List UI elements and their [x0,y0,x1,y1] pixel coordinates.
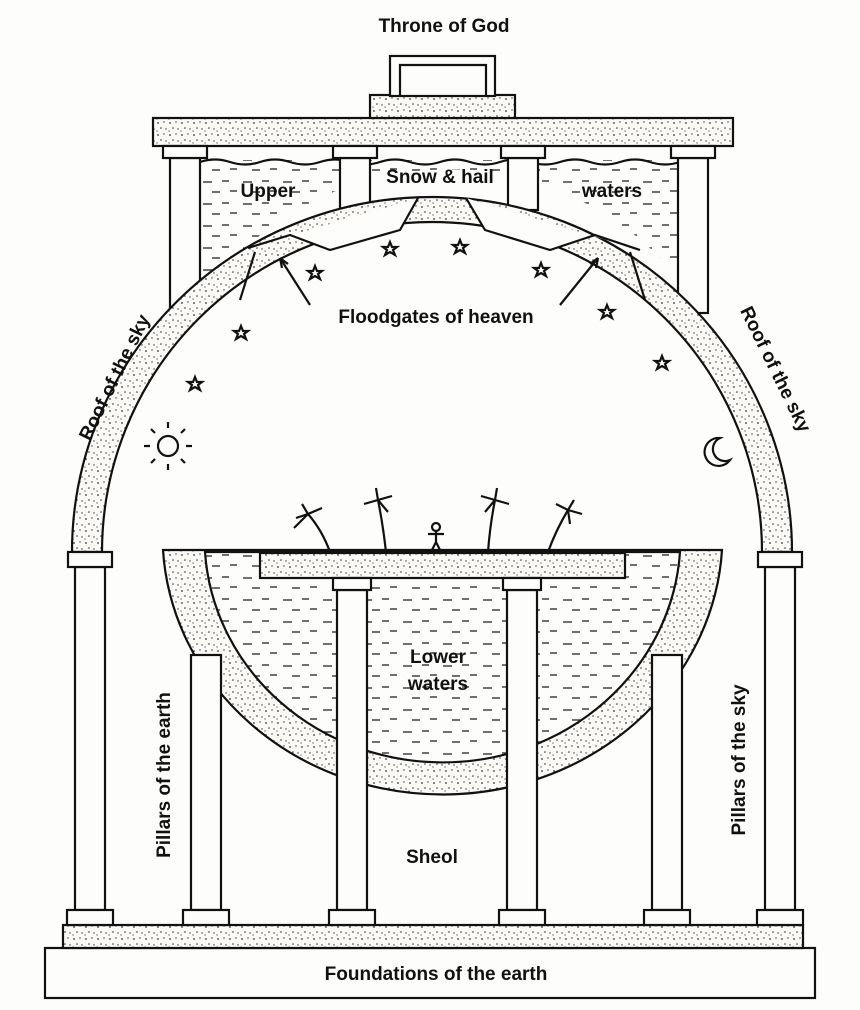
pillars-of-the-sky [65,550,805,927]
pillars-sky-label: Pillars of the sky [729,684,750,835]
upper-label: Upper [241,181,297,202]
earth-base-slab [61,923,805,950]
throne-icon [368,54,517,120]
land-slab [258,551,627,580]
pillars-of-the-earth [181,576,692,927]
palm-trees [293,487,583,553]
foundations-slab [43,946,817,1000]
lower-waters-label-line1: Lower [410,647,467,668]
snow-hail-label: Snow & hail [386,167,494,188]
floodgates-label: Floodgates of heaven [338,307,533,328]
stars-icon [184,237,673,393]
foundations-label: Foundations of the earth [325,964,548,985]
upper-waters [200,160,695,300]
sun-icon [144,422,192,470]
heaven-slab [151,116,735,148]
throne-label: Throne of God [379,16,510,37]
upper-pillars [161,144,717,315]
pillars-earth-label: Pillars of the earth [154,692,175,858]
lower-waters-label-line2: waters [407,674,468,695]
floodgate-arrows [278,257,600,306]
lower-waters [203,550,682,764]
human-figure-icon [428,521,444,553]
sheol-label: Sheol [406,847,458,868]
upper-waters-label: waters [581,181,642,202]
floodgates-of-heaven [238,197,647,301]
moon-icon [703,436,734,467]
